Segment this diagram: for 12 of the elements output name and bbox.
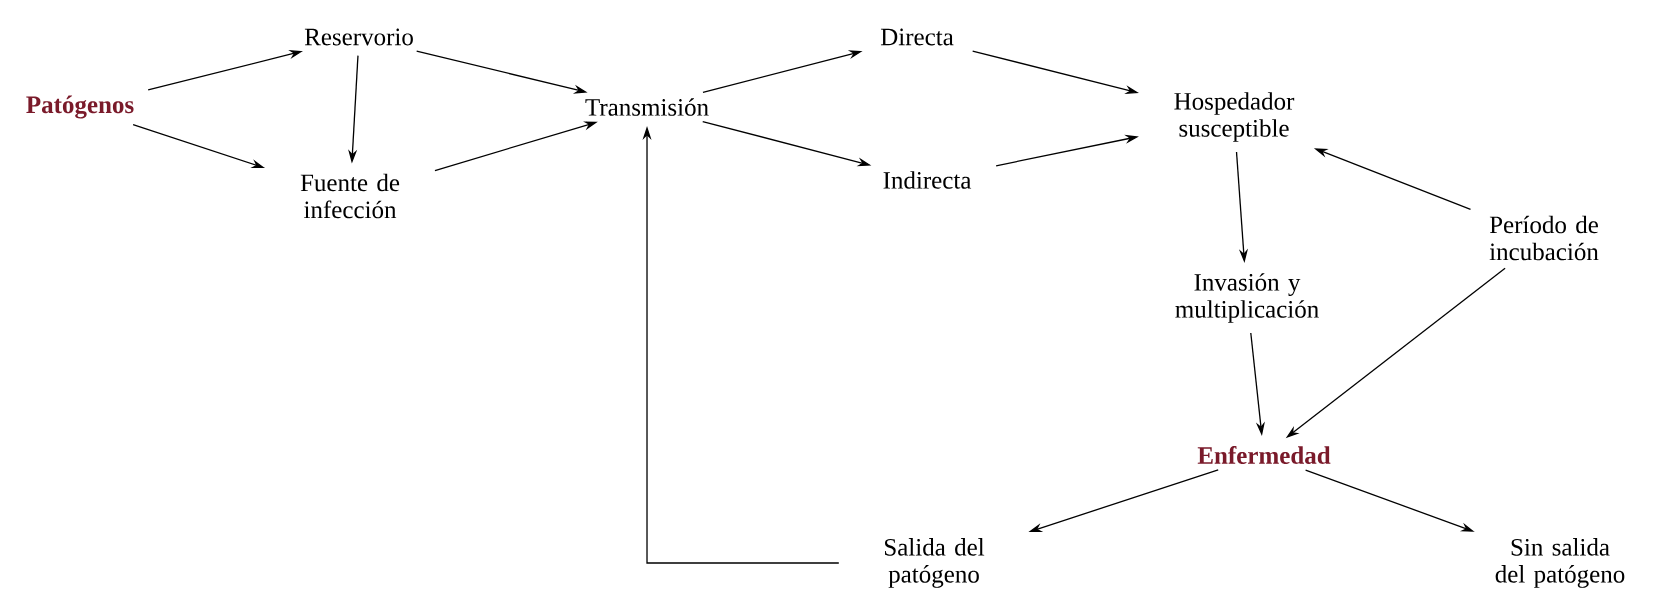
node-label: Salida del patógeno (885, 538, 985, 588)
node-label: Indirecta (883, 171, 972, 189)
node-label: Hospedador susceptible (1174, 92, 1295, 142)
node-label: Transmisión (585, 98, 709, 116)
node-label: Sin salida del patógeno (1495, 538, 1625, 588)
emphasized-label: Enfermedad (1197, 446, 1331, 464)
node-label: Directa (880, 28, 954, 46)
emphasized-label: Patógenos (26, 95, 134, 119)
node-label: Fuente de infección (300, 173, 400, 219)
node-label: Período de incubación (1489, 215, 1599, 261)
node-label: Reservorio (304, 28, 413, 46)
node-label: Invasión y multiplicación (1175, 273, 1319, 323)
